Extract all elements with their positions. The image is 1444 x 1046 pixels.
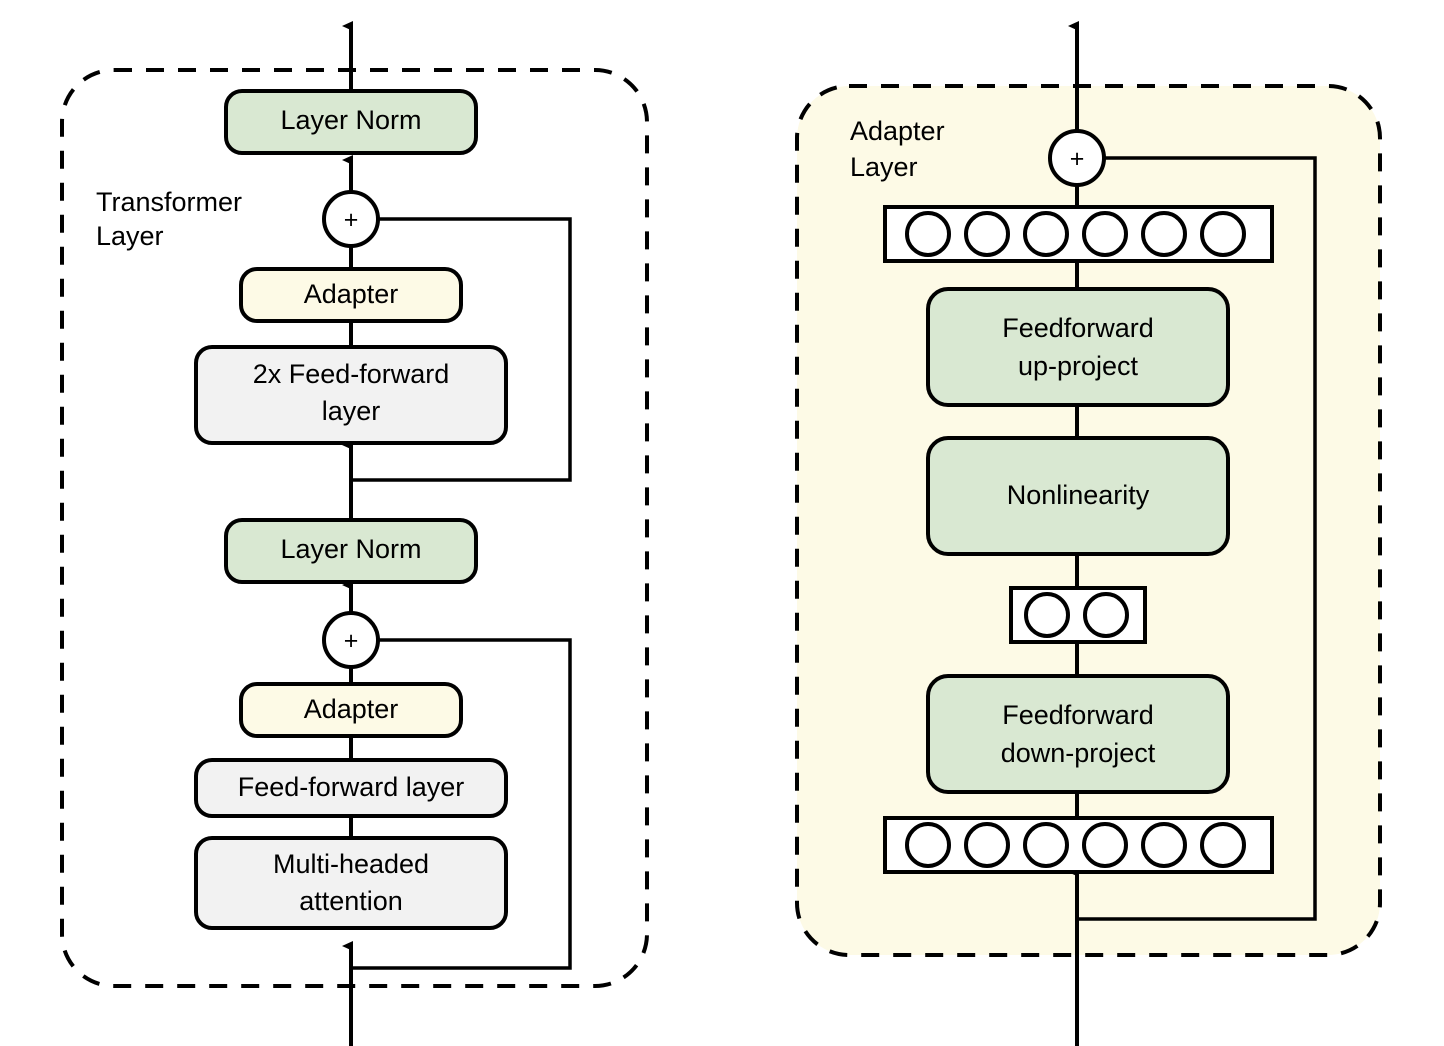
- add-node-upper: +: [322, 190, 380, 248]
- feed-forward-2x-box[interactable]: [194, 345, 508, 445]
- transformer-layer-dashed-border: [60, 68, 649, 988]
- adapter-layer-caption-line2: Layer: [850, 152, 918, 182]
- neuron-bottom-5: [1141, 822, 1187, 868]
- residual-connection-lower: [351, 638, 572, 970]
- multi-headed-attention-label-line2: attention: [299, 886, 403, 916]
- neuron-top-3: [1023, 211, 1069, 257]
- block-layer-norm-lower[interactable]: Layer Norm: [224, 518, 478, 584]
- nonlinearity-box[interactable]: [926, 436, 1230, 556]
- layer-norm-lower-label: Layer Norm: [280, 534, 421, 564]
- neuron-bottleneck-1: [1024, 592, 1070, 638]
- block-adapter-lower[interactable]: Adapter: [239, 682, 463, 738]
- feedforward-down-project-label-line1: Feedforward: [1002, 700, 1154, 730]
- adapter-lower-box[interactable]: [239, 682, 463, 738]
- add-node-adapter-circle: [1048, 129, 1106, 187]
- neuron-bottom-4: [1082, 822, 1128, 868]
- neuron-bottom-3: [1023, 822, 1069, 868]
- neuron-bottom-6: [1200, 822, 1246, 868]
- multi-headed-attention-label-line1: Multi-headed: [273, 849, 429, 879]
- neuron-row-top: [883, 205, 1274, 263]
- transformer-layer-caption-line1: Transformer: [96, 187, 242, 217]
- neuron-row-bottleneck: [1009, 586, 1147, 644]
- add-node-adapter-symbol: +: [1070, 145, 1085, 173]
- layer-norm-top-box[interactable]: [224, 89, 478, 155]
- neuron-bottom-2: [964, 822, 1010, 868]
- feed-forward-2x-label-line1: 2x Feed-forward: [253, 359, 450, 389]
- adapter-layer-caption-line1: Adapter: [850, 116, 945, 146]
- add-node-lower-symbol: +: [344, 627, 359, 655]
- feedforward-up-project-box[interactable]: [926, 287, 1230, 407]
- feedforward-up-project-label-line2: up-project: [1018, 351, 1139, 381]
- neuron-row-bottom: [883, 816, 1274, 874]
- feedforward-up-project-label-line1: Feedforward: [1002, 313, 1154, 343]
- adapter-layer-panel: Adapter Layer: [795, 21, 1382, 1046]
- block-feedforward-down-project[interactable]: Feedforward down-project: [926, 674, 1230, 794]
- feedforward-down-project-box[interactable]: [926, 674, 1230, 794]
- feed-forward-layer-box[interactable]: [194, 758, 508, 818]
- block-nonlinearity[interactable]: Nonlinearity: [926, 436, 1230, 556]
- nonlinearity-label: Nonlinearity: [1007, 480, 1150, 510]
- layer-norm-lower-box[interactable]: [224, 518, 478, 584]
- add-node-upper-circle: [322, 190, 380, 248]
- add-node-lower-circle: [322, 611, 380, 669]
- add-node-lower: +: [322, 611, 380, 669]
- transformer-layer-caption-line2: Layer: [96, 221, 164, 251]
- block-feed-forward-layer[interactable]: Feed-forward layer: [194, 758, 508, 818]
- adapter-skip-connection: [1077, 156, 1317, 921]
- add-node-upper-symbol: +: [344, 206, 359, 234]
- layer-norm-top-label: Layer Norm: [280, 105, 421, 135]
- residual-connection-upper: [351, 217, 572, 482]
- feed-forward-layer-label: Feed-forward layer: [238, 772, 465, 802]
- add-node-adapter: +: [1048, 129, 1106, 187]
- block-multi-headed-attention[interactable]: Multi-headed attention: [194, 836, 508, 930]
- feed-forward-2x-label-line2: layer: [322, 396, 381, 426]
- adapter-upper-box[interactable]: [239, 267, 463, 323]
- transformer-layer-panel: Transformer Layer Multi-headed attention: [60, 21, 649, 1046]
- neuron-bottleneck-2: [1083, 592, 1129, 638]
- adapter-upper-label: Adapter: [304, 279, 399, 309]
- neuron-top-5: [1141, 211, 1187, 257]
- neuron-top-1: [905, 211, 951, 257]
- neuron-top-2: [964, 211, 1010, 257]
- block-2x-feed-forward-layer[interactable]: 2x Feed-forward layer: [194, 345, 508, 445]
- multi-headed-attention-box[interactable]: [194, 836, 508, 930]
- neuron-top-6: [1200, 211, 1246, 257]
- block-layer-norm-top[interactable]: Layer Norm: [224, 89, 478, 155]
- block-feedforward-up-project[interactable]: Feedforward up-project: [926, 287, 1230, 407]
- block-adapter-upper[interactable]: Adapter: [239, 267, 463, 323]
- neuron-top-4: [1082, 211, 1128, 257]
- feedforward-down-project-label-line2: down-project: [1001, 738, 1156, 768]
- adapter-lower-label: Adapter: [304, 694, 399, 724]
- neuron-bottom-1: [905, 822, 951, 868]
